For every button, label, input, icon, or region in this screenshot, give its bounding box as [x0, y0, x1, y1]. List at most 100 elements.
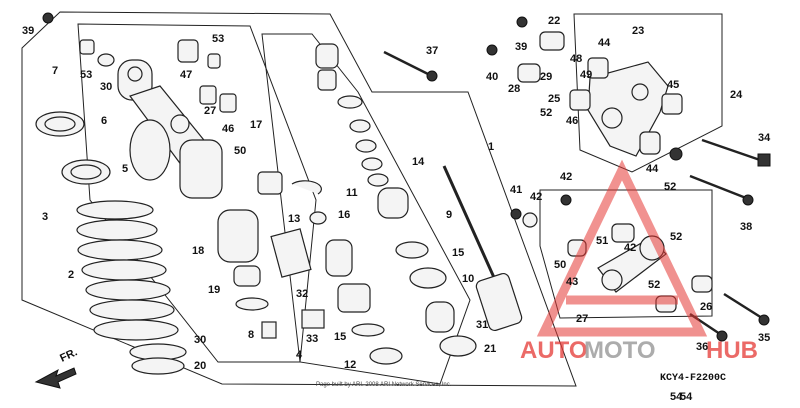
part-callout-7: 7	[52, 65, 58, 77]
upper-bushing	[177, 39, 199, 63]
part-callout-38: 38	[740, 221, 752, 233]
bolt-39-upper	[383, 50, 438, 82]
part-callout-12: 12	[344, 359, 356, 371]
part-callout-33: 33	[306, 333, 318, 345]
part-callout-15: 15	[452, 247, 464, 259]
part-callout-39: 39	[515, 41, 527, 53]
part-callout-40: 40	[486, 71, 498, 83]
part-callout-18: 18	[192, 245, 204, 257]
part-callout-8: 8	[248, 329, 254, 341]
part-callout-28: 28	[508, 83, 520, 95]
part-callout-46: 46	[566, 115, 578, 127]
front-direction-arrow: FR.	[34, 346, 79, 389]
dust-seal-54	[79, 39, 95, 55]
part-callout-2: 2	[68, 269, 74, 281]
part-callout-52: 52	[664, 181, 676, 193]
washer-43	[522, 212, 538, 228]
bearing-48	[569, 89, 591, 111]
part-callout-49: 49	[580, 69, 592, 81]
circlip-32	[97, 53, 115, 67]
part-callout-53: 53	[212, 33, 224, 45]
part-callout-31: 31	[476, 319, 488, 331]
linkage-frame	[539, 189, 713, 319]
part-callout-6: 6	[101, 115, 107, 127]
part-callout-47: 47	[180, 69, 192, 81]
watermark-moto: MOTO	[584, 337, 656, 364]
part-callout-27: 27	[204, 105, 216, 117]
nut-40	[42, 12, 54, 24]
part-callout-3: 3	[42, 211, 48, 223]
part-callout-45: 45	[667, 79, 679, 91]
part-callout-42: 42	[560, 171, 572, 183]
part-callout-4: 4	[296, 349, 303, 361]
decal	[270, 228, 312, 278]
nut-42b	[510, 208, 522, 220]
bolt-39-lower	[689, 174, 754, 206]
diagram-code: KCY4-F2200C	[660, 373, 726, 384]
collar-26	[517, 63, 541, 83]
part-callout-44: 44	[646, 163, 659, 175]
shock-spring	[76, 200, 179, 341]
bolt-37	[723, 292, 770, 326]
part-callout-51: 51	[596, 235, 608, 247]
part-callout-17: 17	[250, 119, 262, 131]
part-callout-10: 10	[462, 273, 474, 285]
part-callout-50: 50	[234, 145, 246, 157]
part-callout-26: 26	[700, 301, 712, 313]
watermark-auto: AUTO	[520, 337, 588, 364]
part-callout-53: 53	[80, 69, 92, 81]
part-callout-21: 21	[484, 343, 496, 355]
part-callout-22: 22	[548, 15, 560, 27]
nut-42c	[560, 194, 572, 206]
part-callout-43: 43	[566, 276, 578, 288]
watermark	[536, 159, 708, 337]
part-callout-42: 42	[624, 242, 636, 254]
part-callout-46: 46	[222, 123, 234, 135]
nut-42a	[486, 44, 498, 56]
part-callout-30: 30	[100, 81, 112, 93]
collar-44a	[611, 223, 635, 243]
part-callout-50: 50	[554, 259, 566, 271]
reservoir-bladder	[217, 209, 259, 263]
collar-29	[199, 85, 217, 105]
valve-core	[261, 321, 277, 339]
shock-body	[117, 59, 223, 199]
collar-45	[639, 131, 661, 155]
reservoir-cap	[233, 265, 261, 287]
part-callout-54: 54	[670, 391, 683, 403]
circlip	[291, 180, 322, 195]
part-callout-11: 11	[346, 187, 358, 199]
part-callout-15: 15	[334, 331, 346, 343]
part-callout-24: 24	[730, 89, 743, 101]
collar-23	[539, 31, 565, 51]
part-callout-35: 35	[758, 332, 770, 344]
upper-dust-seal	[207, 53, 221, 69]
watermark-hub: HUB	[706, 337, 758, 364]
snap-ring	[235, 297, 269, 311]
adjuster-nut	[61, 159, 111, 185]
label-plate	[301, 309, 325, 329]
svg-text:FR.: FR.	[58, 346, 79, 364]
bearing-46b	[661, 93, 683, 115]
lock-nut	[35, 111, 85, 137]
part-callout-44: 44	[598, 37, 611, 49]
spring-seat-lower	[129, 343, 187, 375]
part-callout-36: 36	[696, 341, 708, 353]
piston-rod	[442, 165, 523, 332]
part-callout-48: 48	[570, 53, 582, 65]
part-callout-52: 52	[540, 107, 552, 119]
part-callout-16: 16	[338, 209, 350, 221]
part-callout-54: 54	[680, 391, 693, 403]
part-callout-34: 34	[758, 132, 771, 144]
part-callout-32: 32	[296, 288, 308, 300]
dust-seal-47	[219, 93, 237, 113]
bearing-46	[587, 57, 609, 79]
part-callout-1: 1	[488, 141, 494, 153]
part-callout-9: 9	[446, 209, 452, 221]
part-callout-37: 37	[426, 45, 438, 57]
part-callout-29: 29	[540, 71, 552, 83]
damper-adjuster	[257, 171, 283, 195]
part-callout-52: 52	[670, 231, 682, 243]
